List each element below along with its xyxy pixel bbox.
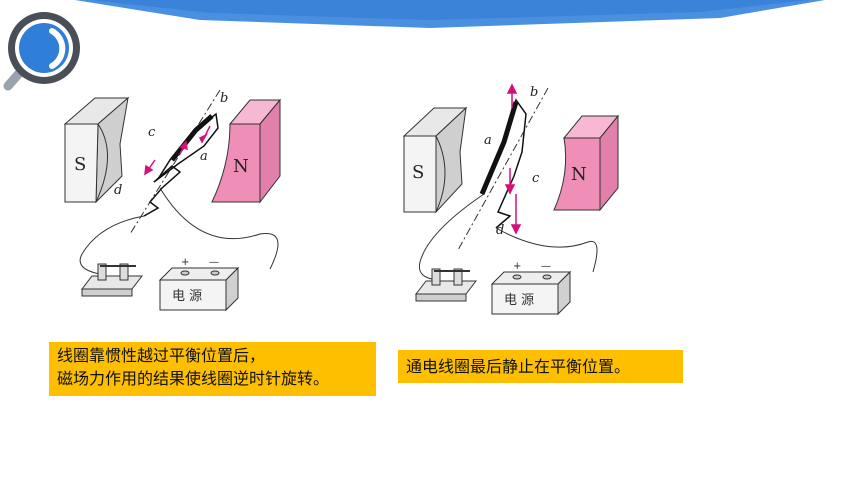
label-b: b <box>530 85 538 100</box>
coil <box>479 98 527 229</box>
caption-left-line1: 线圈靠惯性越过平衡位置后， <box>57 346 266 365</box>
battery: + — 电 源 <box>158 257 240 312</box>
battery-label: 电 源 <box>504 293 534 308</box>
battery: + — 电 源 <box>490 261 572 316</box>
caption-right-line1: 通电线圈最后静止在平衡位置。 <box>406 357 631 376</box>
label-b: b <box>220 91 228 106</box>
motor-diagram-right: S N b a c d + — 电 源 <box>402 83 620 316</box>
north-magnet: N <box>553 114 620 212</box>
magnifier-icon <box>3 12 80 91</box>
current-arrows <box>504 83 522 235</box>
plus-sign: + <box>181 257 189 268</box>
caption-left-line2: 磁场力作用的结果使线圈逆时针旋转。 <box>57 369 330 388</box>
coil <box>143 112 219 217</box>
minus-sign: — <box>541 261 551 272</box>
minus-sign: — <box>209 257 219 268</box>
south-magnet: S <box>402 106 468 214</box>
south-pole-label: S <box>412 162 424 183</box>
current-arrows <box>144 125 211 176</box>
battery-label: 电 源 <box>172 289 202 304</box>
south-magnet: S <box>63 96 130 204</box>
switch-base <box>414 268 478 302</box>
caption-right: 通电线圈最后静止在平衡位置。 <box>398 350 683 383</box>
caption-left: 线圈靠惯性越过平衡位置后， 磁场力作用的结果使线圈逆时针旋转。 <box>49 342 376 396</box>
north-pole-label: N <box>571 164 587 185</box>
label-a: a <box>484 133 492 148</box>
motor-diagram-left: S N b c a d + — 电 源 <box>63 89 282 312</box>
plus-sign: + <box>513 261 521 272</box>
label-d: d <box>114 183 122 198</box>
label-c: c <box>148 125 156 140</box>
label-a: a <box>200 149 208 164</box>
north-pole-label: N <box>233 156 249 177</box>
south-pole-label: S <box>74 154 86 175</box>
switch-base <box>80 263 144 297</box>
top-banner <box>75 0 825 28</box>
label-c: c <box>532 171 540 186</box>
north-magnet: N <box>211 98 282 204</box>
